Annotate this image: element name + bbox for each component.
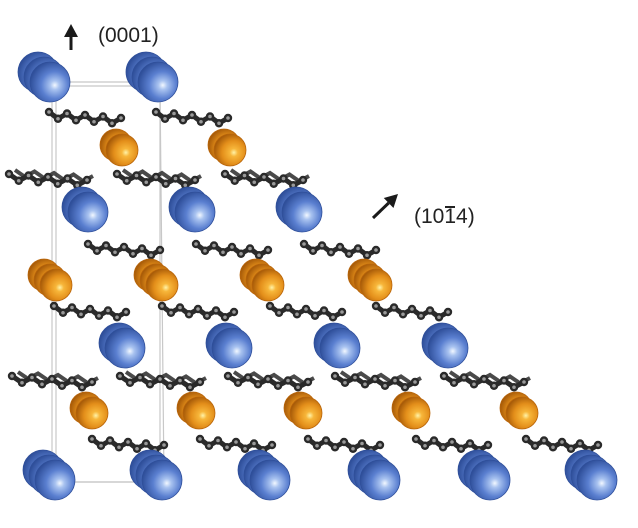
- orange-metal-atom: [499, 391, 539, 430]
- organic-linker: [299, 239, 381, 260]
- surface-label-suffix: 4): [456, 205, 475, 228]
- blue-metal-atom: [61, 186, 109, 233]
- organic-linker: [7, 370, 99, 392]
- organic-linker: [49, 301, 131, 322]
- surface-label-bar-digit: 1: [444, 205, 457, 228]
- blue-metal-atom: [313, 322, 361, 369]
- metal-atom-layer: [17, 51, 618, 501]
- organic-linker: [157, 301, 239, 322]
- blue-metal-atom: [168, 186, 216, 233]
- organic-linker: [220, 168, 310, 190]
- blue-metal-atom: [205, 322, 253, 369]
- surface-label-prefix: (10: [414, 205, 445, 228]
- orange-metal-atom: [176, 391, 216, 430]
- organic-linker: [191, 239, 273, 260]
- c-axis-label: (0001): [98, 24, 159, 47]
- organic-linker: [112, 168, 202, 190]
- blue-metal-atom: [22, 449, 76, 501]
- orange-metal-atom: [239, 258, 285, 302]
- orange-metal-atom: [347, 258, 393, 302]
- organic-linker: [115, 370, 207, 392]
- direction-arrows: [64, 24, 398, 220]
- blue-metal-atom: [421, 322, 469, 369]
- organic-linker: [303, 434, 385, 455]
- surface-normal-label: (1014): [414, 205, 475, 229]
- organic-linker: [439, 370, 531, 392]
- orange-metal-atom: [133, 258, 179, 302]
- organic-linker: [4, 168, 94, 190]
- blue-metal-atom: [564, 449, 618, 501]
- orange-metal-atom: [391, 391, 431, 430]
- organic-linker: [330, 370, 422, 392]
- orange-metal-atom: [27, 258, 73, 302]
- orange-metal-atom: [69, 391, 109, 430]
- c-axis-arrow: [64, 24, 78, 50]
- orange-metal-atom: [207, 128, 247, 167]
- blue-metal-atom: [129, 449, 183, 501]
- organic-linker: [521, 434, 603, 455]
- blue-metal-atom: [275, 186, 323, 233]
- organic-linker: [87, 434, 169, 455]
- orange-metal-atom: [283, 391, 323, 430]
- organic-linker: [151, 107, 233, 128]
- blue-metal-atom: [125, 51, 179, 103]
- blue-metal-atom: [457, 449, 511, 501]
- organic-linker: [223, 370, 315, 392]
- blue-metal-atom: [237, 449, 291, 501]
- surface-normal-arrow: [371, 194, 398, 220]
- organic-linker: [371, 301, 453, 322]
- blue-metal-atom: [347, 449, 401, 501]
- organic-linker: [44, 107, 126, 128]
- organic-linker: [265, 301, 347, 322]
- organic-linker-layer: [4, 107, 603, 455]
- orange-metal-atom: [99, 128, 139, 167]
- blue-metal-atom: [17, 51, 71, 103]
- organic-linker: [83, 239, 165, 260]
- blue-metal-atom: [98, 322, 146, 369]
